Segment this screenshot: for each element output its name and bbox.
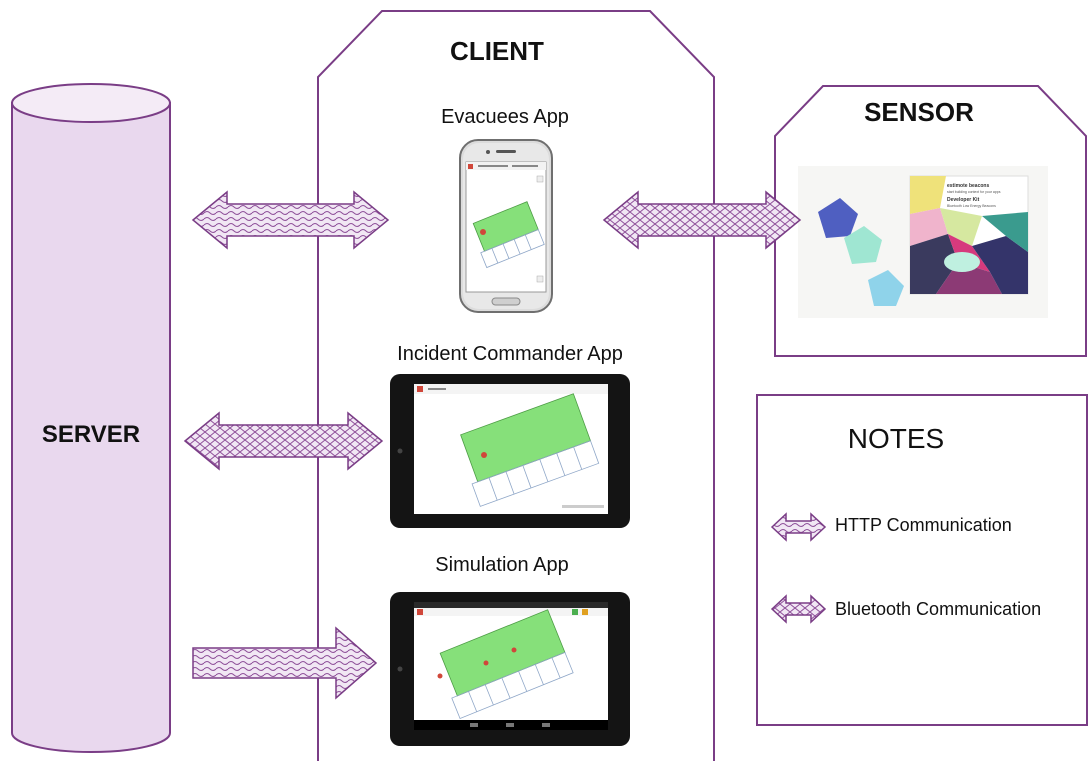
- beacon-kit-image: estimote beacons start building context …: [798, 166, 1048, 318]
- http-arrow-server-simulation: [192, 626, 378, 700]
- tablet-icon: [390, 592, 630, 746]
- server-label: SERVER: [42, 421, 140, 448]
- kit-brand-text: estimote beacons: [947, 183, 989, 189]
- bluetooth-arrow-server-commander: [183, 411, 384, 471]
- tablet-icon: [390, 374, 630, 528]
- bluetooth-arrow-evacuees-sensor: [602, 190, 802, 250]
- server-cylinder: [11, 83, 171, 753]
- smartphone-icon: [459, 139, 553, 313]
- legend-http-arrow: [770, 512, 827, 542]
- kit-subtitle-text: Bluetooth Low Energy Beacons: [947, 204, 996, 208]
- kit-title-text: Developer Kit: [947, 197, 980, 203]
- notes-title: NOTES: [848, 423, 944, 454]
- client-title: CLIENT: [450, 36, 544, 66]
- legend-bluetooth-arrow: [770, 594, 827, 624]
- simulation-app-label: Simulation App: [435, 554, 568, 576]
- sensor-title: SENSOR: [864, 97, 974, 127]
- legend-bluetooth-label: Bluetooth Communication: [835, 599, 1041, 619]
- evacuees-app-label: Evacuees App: [441, 106, 569, 128]
- arrows-layer: [183, 190, 827, 700]
- legend-http-label: HTTP Communication: [835, 515, 1012, 535]
- http-arrow-server-evacuees: [191, 190, 390, 250]
- notes-box: [756, 394, 1088, 726]
- kit-tagline-text: start building context for your apps: [947, 190, 1001, 194]
- incident-commander-app-label: Incident Commander App: [397, 343, 623, 365]
